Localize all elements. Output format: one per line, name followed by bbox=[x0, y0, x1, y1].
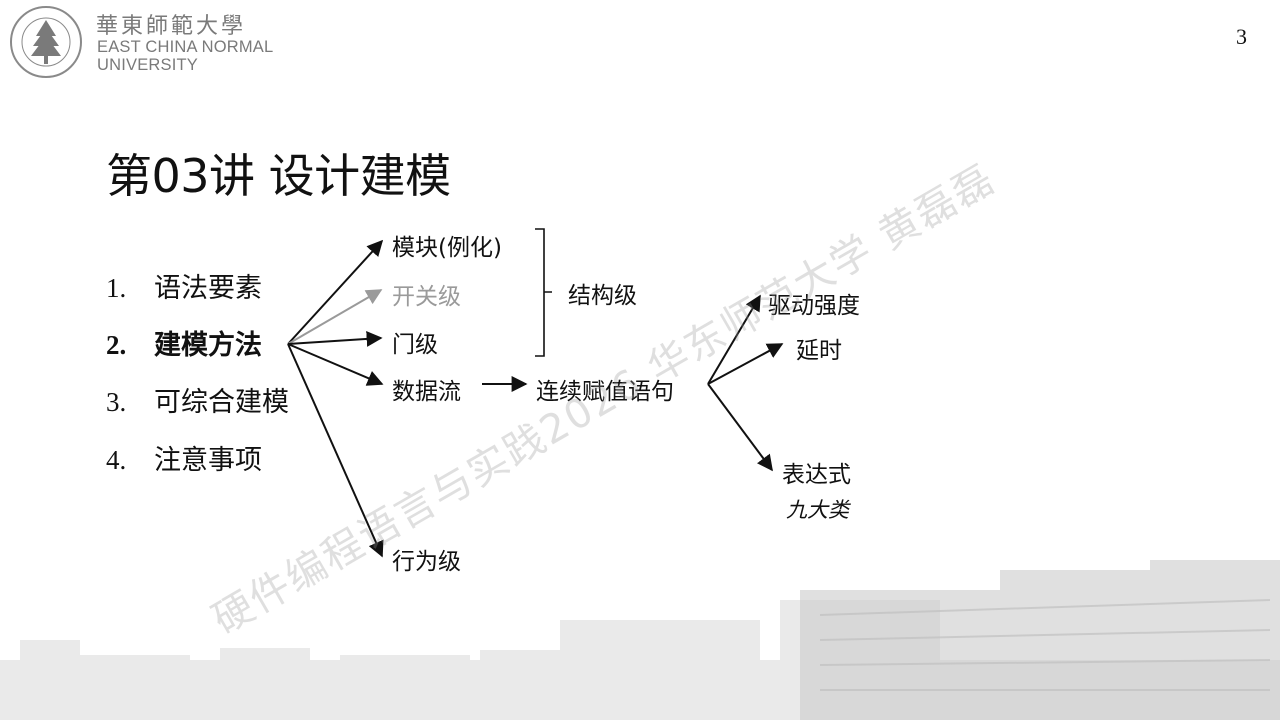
outline-label: 建模方法 bbox=[154, 330, 262, 361]
node-delay: 延时 bbox=[796, 338, 842, 364]
page-number: 3 bbox=[1236, 24, 1247, 49]
node-structural: 结构级 bbox=[568, 283, 637, 309]
outline-number: 2. bbox=[106, 330, 127, 360]
node-gate-level: 门级 bbox=[392, 332, 438, 358]
outline-item-1: 1. 语法要素 bbox=[106, 266, 262, 305]
node-dataflow: 数据流 bbox=[392, 379, 461, 405]
arrow-to-gate-level bbox=[287, 330, 383, 347]
node-behavioral: 行为级 bbox=[392, 549, 461, 575]
arrow-to-expression bbox=[707, 383, 773, 472]
outline-number: 1. bbox=[106, 273, 127, 303]
arrow-to-dataflow bbox=[287, 343, 384, 386]
slide-title: 第03讲 设计建模 bbox=[106, 149, 451, 203]
arrow-to-delay bbox=[707, 343, 784, 385]
outline-number: 4. bbox=[106, 445, 127, 475]
outline-item-2-current: 2. 建模方法 bbox=[106, 323, 262, 362]
node-drive-strength: 驱动强度 bbox=[768, 293, 860, 319]
arrow-to-module-inst bbox=[287, 239, 384, 345]
outline-number: 3. bbox=[106, 387, 127, 417]
node-nine-categories: 九大类 bbox=[786, 498, 849, 522]
arrow-to-behavioral bbox=[287, 343, 384, 558]
node-switch-level: 开关级 bbox=[392, 284, 461, 310]
structural-bracket bbox=[535, 228, 552, 357]
outline-label: 语法要素 bbox=[154, 273, 262, 304]
node-module-inst: 模块(例化) bbox=[392, 235, 502, 261]
outline-label: 注意事项 bbox=[154, 445, 262, 476]
node-continuous-assign: 连续赋值语句 bbox=[536, 379, 674, 405]
arrow-to-drive-strength bbox=[707, 294, 761, 385]
outline-item-4: 4. 注意事项 bbox=[106, 438, 262, 477]
arrow-to-switch-level bbox=[287, 289, 383, 345]
university-name-chinese: 華東師範大學 bbox=[96, 14, 247, 39]
outline-label: 可综合建模 bbox=[154, 387, 289, 418]
university-seal-logo bbox=[10, 6, 82, 78]
university-name-english-line2: UNIVERSITY bbox=[97, 56, 199, 74]
node-expression: 表达式 bbox=[782, 462, 851, 488]
university-name-english-line1: EAST CHINA NORMAL bbox=[97, 38, 274, 56]
outline-item-3: 3. 可综合建模 bbox=[106, 380, 289, 419]
